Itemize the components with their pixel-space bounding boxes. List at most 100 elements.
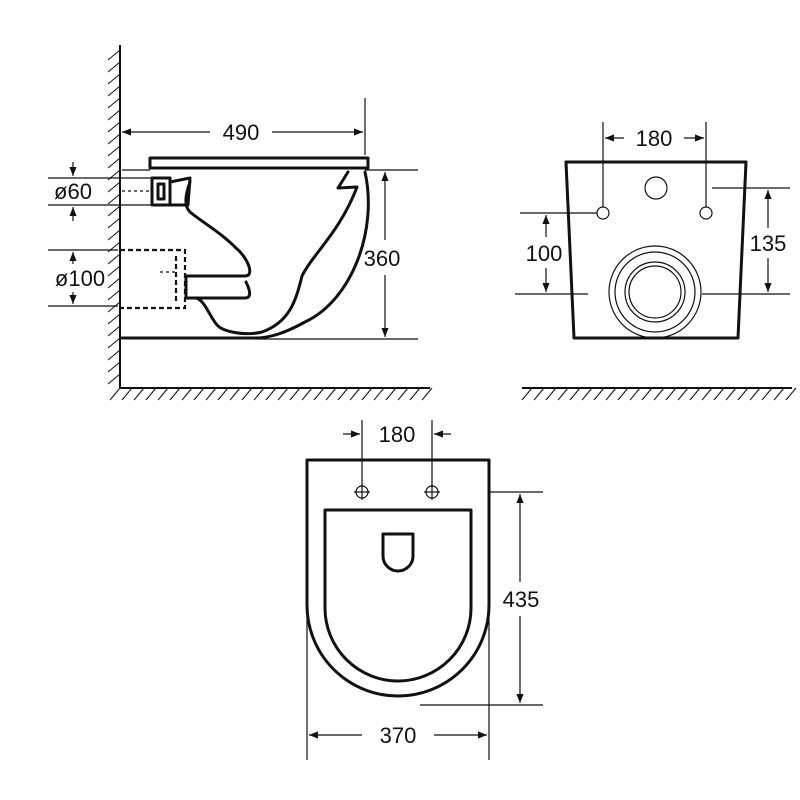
- outlet-diameter-label: ø100: [55, 266, 105, 291]
- hatch-line: [701, 387, 713, 401]
- hatch-line: [397, 387, 409, 401]
- hatch-line: [713, 387, 725, 401]
- hatch-line: [569, 387, 581, 401]
- hatch-line: [107, 337, 121, 349]
- side-height-label: 360: [364, 246, 401, 271]
- dimension-top-length: 435: [420, 491, 543, 706]
- hatch-line: [107, 289, 121, 301]
- dimension-inlet-diameter: ø60: [48, 162, 152, 221]
- hatch-line: [205, 387, 217, 401]
- hatch-line: [107, 229, 121, 241]
- hatch-line: [107, 277, 121, 289]
- hatch-line: [785, 387, 797, 401]
- hatch-line: [107, 361, 121, 373]
- hatch-line: [557, 387, 569, 401]
- hatch-line: [725, 387, 737, 401]
- hatch-line: [301, 387, 313, 401]
- side-width-label: 490: [223, 120, 260, 145]
- hatch-line: [665, 387, 677, 401]
- hatch-line: [107, 301, 121, 313]
- hatch-line: [133, 387, 145, 401]
- hatch-line: [107, 193, 121, 205]
- hatch-line: [107, 73, 121, 85]
- hatch-line: [265, 387, 277, 401]
- hatch-line: [107, 349, 121, 361]
- rear-bolt-hole-left: [596, 206, 610, 220]
- top-drain-shape: [381, 532, 415, 573]
- hatch-line: [677, 387, 689, 401]
- rear-outlet-height-label: 135: [750, 231, 787, 256]
- hatch-line: [689, 387, 701, 401]
- top-bolt-hole-right: [424, 484, 440, 500]
- hatch-line: [193, 387, 205, 401]
- top-bolt-spacing-label: 180: [379, 422, 416, 447]
- hatch-line: [253, 387, 265, 401]
- top-view: 180 435 370: [305, 420, 543, 760]
- dimension-rear-outlet-height: 135: [702, 187, 790, 295]
- rear-view: 180 100 135: [515, 122, 797, 401]
- hatch-line: [617, 387, 629, 401]
- hatch-line: [761, 387, 773, 401]
- wall-hatch: [107, 49, 121, 385]
- dimension-top-bolt-spacing: 180: [343, 420, 451, 486]
- hatch-line: [325, 387, 337, 401]
- top-bolt-hole-left: [354, 484, 370, 500]
- hatch-line: [107, 61, 121, 73]
- hatch-line: [313, 387, 325, 401]
- hatch-line: [107, 49, 121, 61]
- hatch-line: [107, 133, 121, 145]
- hatch-line: [107, 217, 121, 229]
- rear-bolt-hole-right: [699, 206, 713, 220]
- dimension-rear-bolt-height: 100: [515, 212, 597, 295]
- top-seat-outline: [305, 458, 491, 698]
- hatch-line: [121, 387, 133, 401]
- hatch-line: [107, 121, 121, 133]
- hatch-line: [107, 373, 121, 385]
- hatch-line: [653, 387, 665, 401]
- hatch-line: [289, 387, 301, 401]
- hatch-line: [107, 181, 121, 193]
- hatch-line: [773, 387, 785, 401]
- hatch-line: [107, 325, 121, 337]
- hatch-line: [337, 387, 349, 401]
- hatch-line: [107, 85, 121, 97]
- hatch-line: [241, 387, 253, 401]
- floor-left: [109, 387, 433, 401]
- top-width-label: 370: [380, 723, 417, 748]
- hatch-line: [109, 387, 121, 401]
- hatch-line: [145, 387, 157, 401]
- hatch-line: [107, 157, 121, 169]
- hatch-line: [629, 387, 641, 401]
- hatch-line: [749, 387, 761, 401]
- dimension-rear-bolt-spacing: 180: [602, 122, 707, 207]
- hatch-line: [107, 97, 121, 109]
- hatch-line: [521, 387, 533, 401]
- hatch-line: [605, 387, 617, 401]
- hatch-line: [181, 387, 193, 401]
- floor-hatch-right: [521, 387, 797, 401]
- toilet-side-profile: [120, 156, 370, 340]
- hatch-line: [593, 387, 605, 401]
- hatch-line: [107, 145, 121, 157]
- hatch-line: [385, 387, 397, 401]
- rear-outlet: [608, 245, 702, 339]
- hatch-line: [217, 387, 229, 401]
- hatch-line: [169, 387, 181, 401]
- hatch-line: [533, 387, 545, 401]
- dimension-outlet-diameter: ø100: [48, 249, 118, 307]
- rear-inlet-hole: [644, 176, 668, 200]
- hatch-line: [229, 387, 241, 401]
- top-length-label: 435: [503, 587, 540, 612]
- rear-bolt-height-label: 100: [526, 241, 563, 266]
- dimension-top-width: 370: [306, 612, 490, 760]
- hatch-line: [409, 387, 421, 401]
- wall: [107, 45, 121, 388]
- hatch-line: [107, 265, 121, 277]
- hatch-line: [421, 387, 433, 401]
- hatch-line: [107, 205, 121, 217]
- hatch-line: [277, 387, 289, 401]
- dimension-width-side: 490: [122, 98, 366, 155]
- rear-body-outline: [564, 160, 748, 340]
- hatch-line: [349, 387, 361, 401]
- rear-bolt-spacing-label: 180: [636, 126, 673, 151]
